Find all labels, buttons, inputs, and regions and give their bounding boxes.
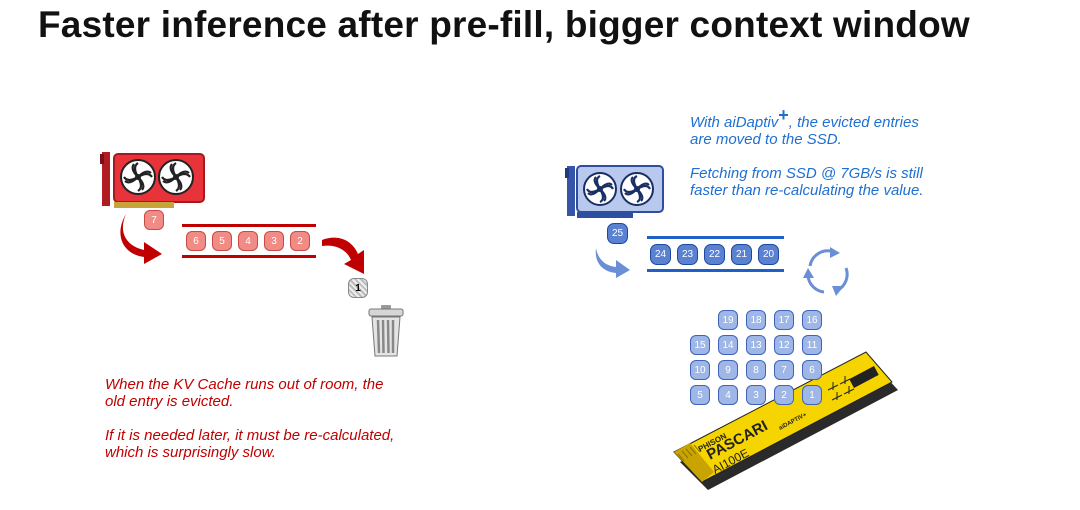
cycle-arrows-icon [800,244,854,298]
ssd-token: 8 [746,360,766,380]
left-row-token: 2 [290,231,310,251]
right-incoming-arrow-icon [592,246,632,278]
right-note-line: faster than re-calculating the value. [690,182,990,199]
right-gpu-icon [565,160,667,222]
left-note-line: When the KV Cache runs out of room, the [105,376,485,393]
ssd-token: 17 [774,310,794,330]
ssd-token: 14 [718,335,738,355]
left-evicted-token: 1 [348,278,368,298]
right-row-token: 21 [731,244,752,265]
right-note: With aiDaptiv+, the evicted entries are … [690,114,990,199]
left-note-line: which is surprisingly slow. [105,444,485,461]
ssd-token: 12 [774,335,794,355]
ssd-token: 13 [746,335,766,355]
left-row-token: 5 [212,231,232,251]
ssd-token: 4 [718,385,738,405]
right-row-token: 20 [758,244,779,265]
right-note-line: are moved to the SSD. [690,131,990,148]
ssd-token: 2 [774,385,794,405]
left-row-token: 6 [186,231,206,251]
ssd-token: 5 [690,385,710,405]
ssd-token: 19 [718,310,738,330]
left-incoming-token: 7 [144,210,164,230]
right-incoming-token: 25 [607,223,628,244]
right-note-line: Fetching from SSD @ 7GB/s is still [690,165,990,182]
left-note-line: old entry is evicted. [105,393,485,410]
ssd-token: 6 [802,360,822,380]
ssd-token: 10 [690,360,710,380]
left-row-token: 3 [264,231,284,251]
right-row-token: 22 [704,244,725,265]
ssd-token: 9 [718,360,738,380]
ssd-token: 1 [802,385,822,405]
ssd-token: 15 [690,335,710,355]
right-row-token: 24 [650,244,671,265]
trash-can-icon [368,304,404,358]
ssd-token: 7 [774,360,794,380]
slide-title: Faster inference after pre-fill, bigger … [38,4,970,46]
left-row-token: 4 [238,231,258,251]
right-note-line: With aiDaptiv+, the evicted entries [690,114,990,131]
left-note: When the KV Cache runs out of room, the … [105,376,485,461]
ssd-token: 18 [746,310,766,330]
ssd-token: 3 [746,385,766,405]
right-row-token: 23 [677,244,698,265]
left-gpu-icon [100,146,208,212]
left-note-line: If it is needed later, it must be re-cal… [105,427,485,444]
ssd-token: 16 [802,310,822,330]
ssd-token: 11 [802,335,822,355]
left-evict-arrow-icon [320,232,370,274]
